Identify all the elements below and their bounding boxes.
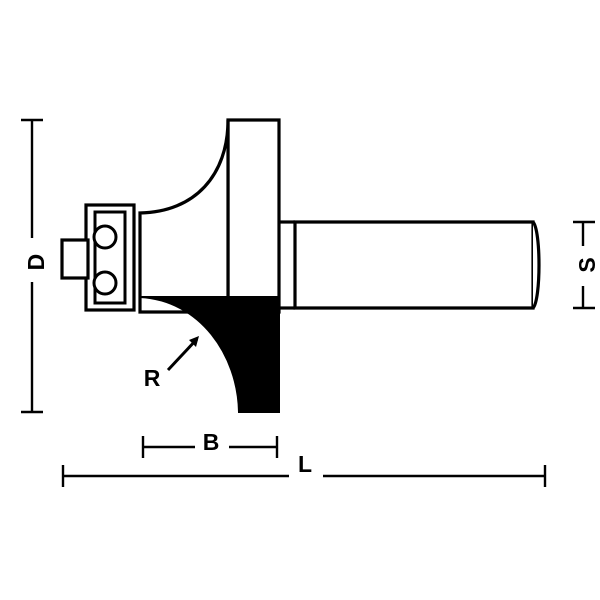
dimension-S-label-gap (568, 246, 598, 286)
dimension-S: S (568, 220, 600, 310)
dimension-D-label-gap (16, 238, 48, 282)
shank-shape (293, 220, 535, 310)
dimension-D-label: D (23, 254, 49, 271)
dimension-B: B (141, 428, 279, 462)
dimension-L: L (61, 450, 547, 487)
bearing-ball-upper (92, 224, 118, 250)
bearing-ball-lower (92, 270, 118, 296)
dimension-R-arrowhead (189, 336, 199, 347)
dimension-R-leader-line (166, 337, 199, 372)
profile-black-region (139, 296, 280, 413)
bit-body-group (138, 118, 541, 314)
dimension-B-label: B (203, 429, 220, 455)
dimension-L-label: L (298, 451, 312, 477)
dimension-L-label-gap (289, 450, 323, 484)
cutter-head-shape (226, 118, 281, 314)
dimension-S-label: S (574, 257, 600, 272)
cutting-profile-group (139, 296, 280, 413)
dimension-B-label-gap (195, 428, 229, 462)
bearing-stub (60, 238, 90, 280)
dimension-D: D (16, 118, 49, 414)
shank-end-curve (531, 220, 541, 310)
dimension-R: R (144, 336, 199, 391)
dimension-R-label: R (144, 365, 161, 391)
bearing-group (60, 203, 136, 312)
cutter-upper-profile (138, 119, 230, 314)
